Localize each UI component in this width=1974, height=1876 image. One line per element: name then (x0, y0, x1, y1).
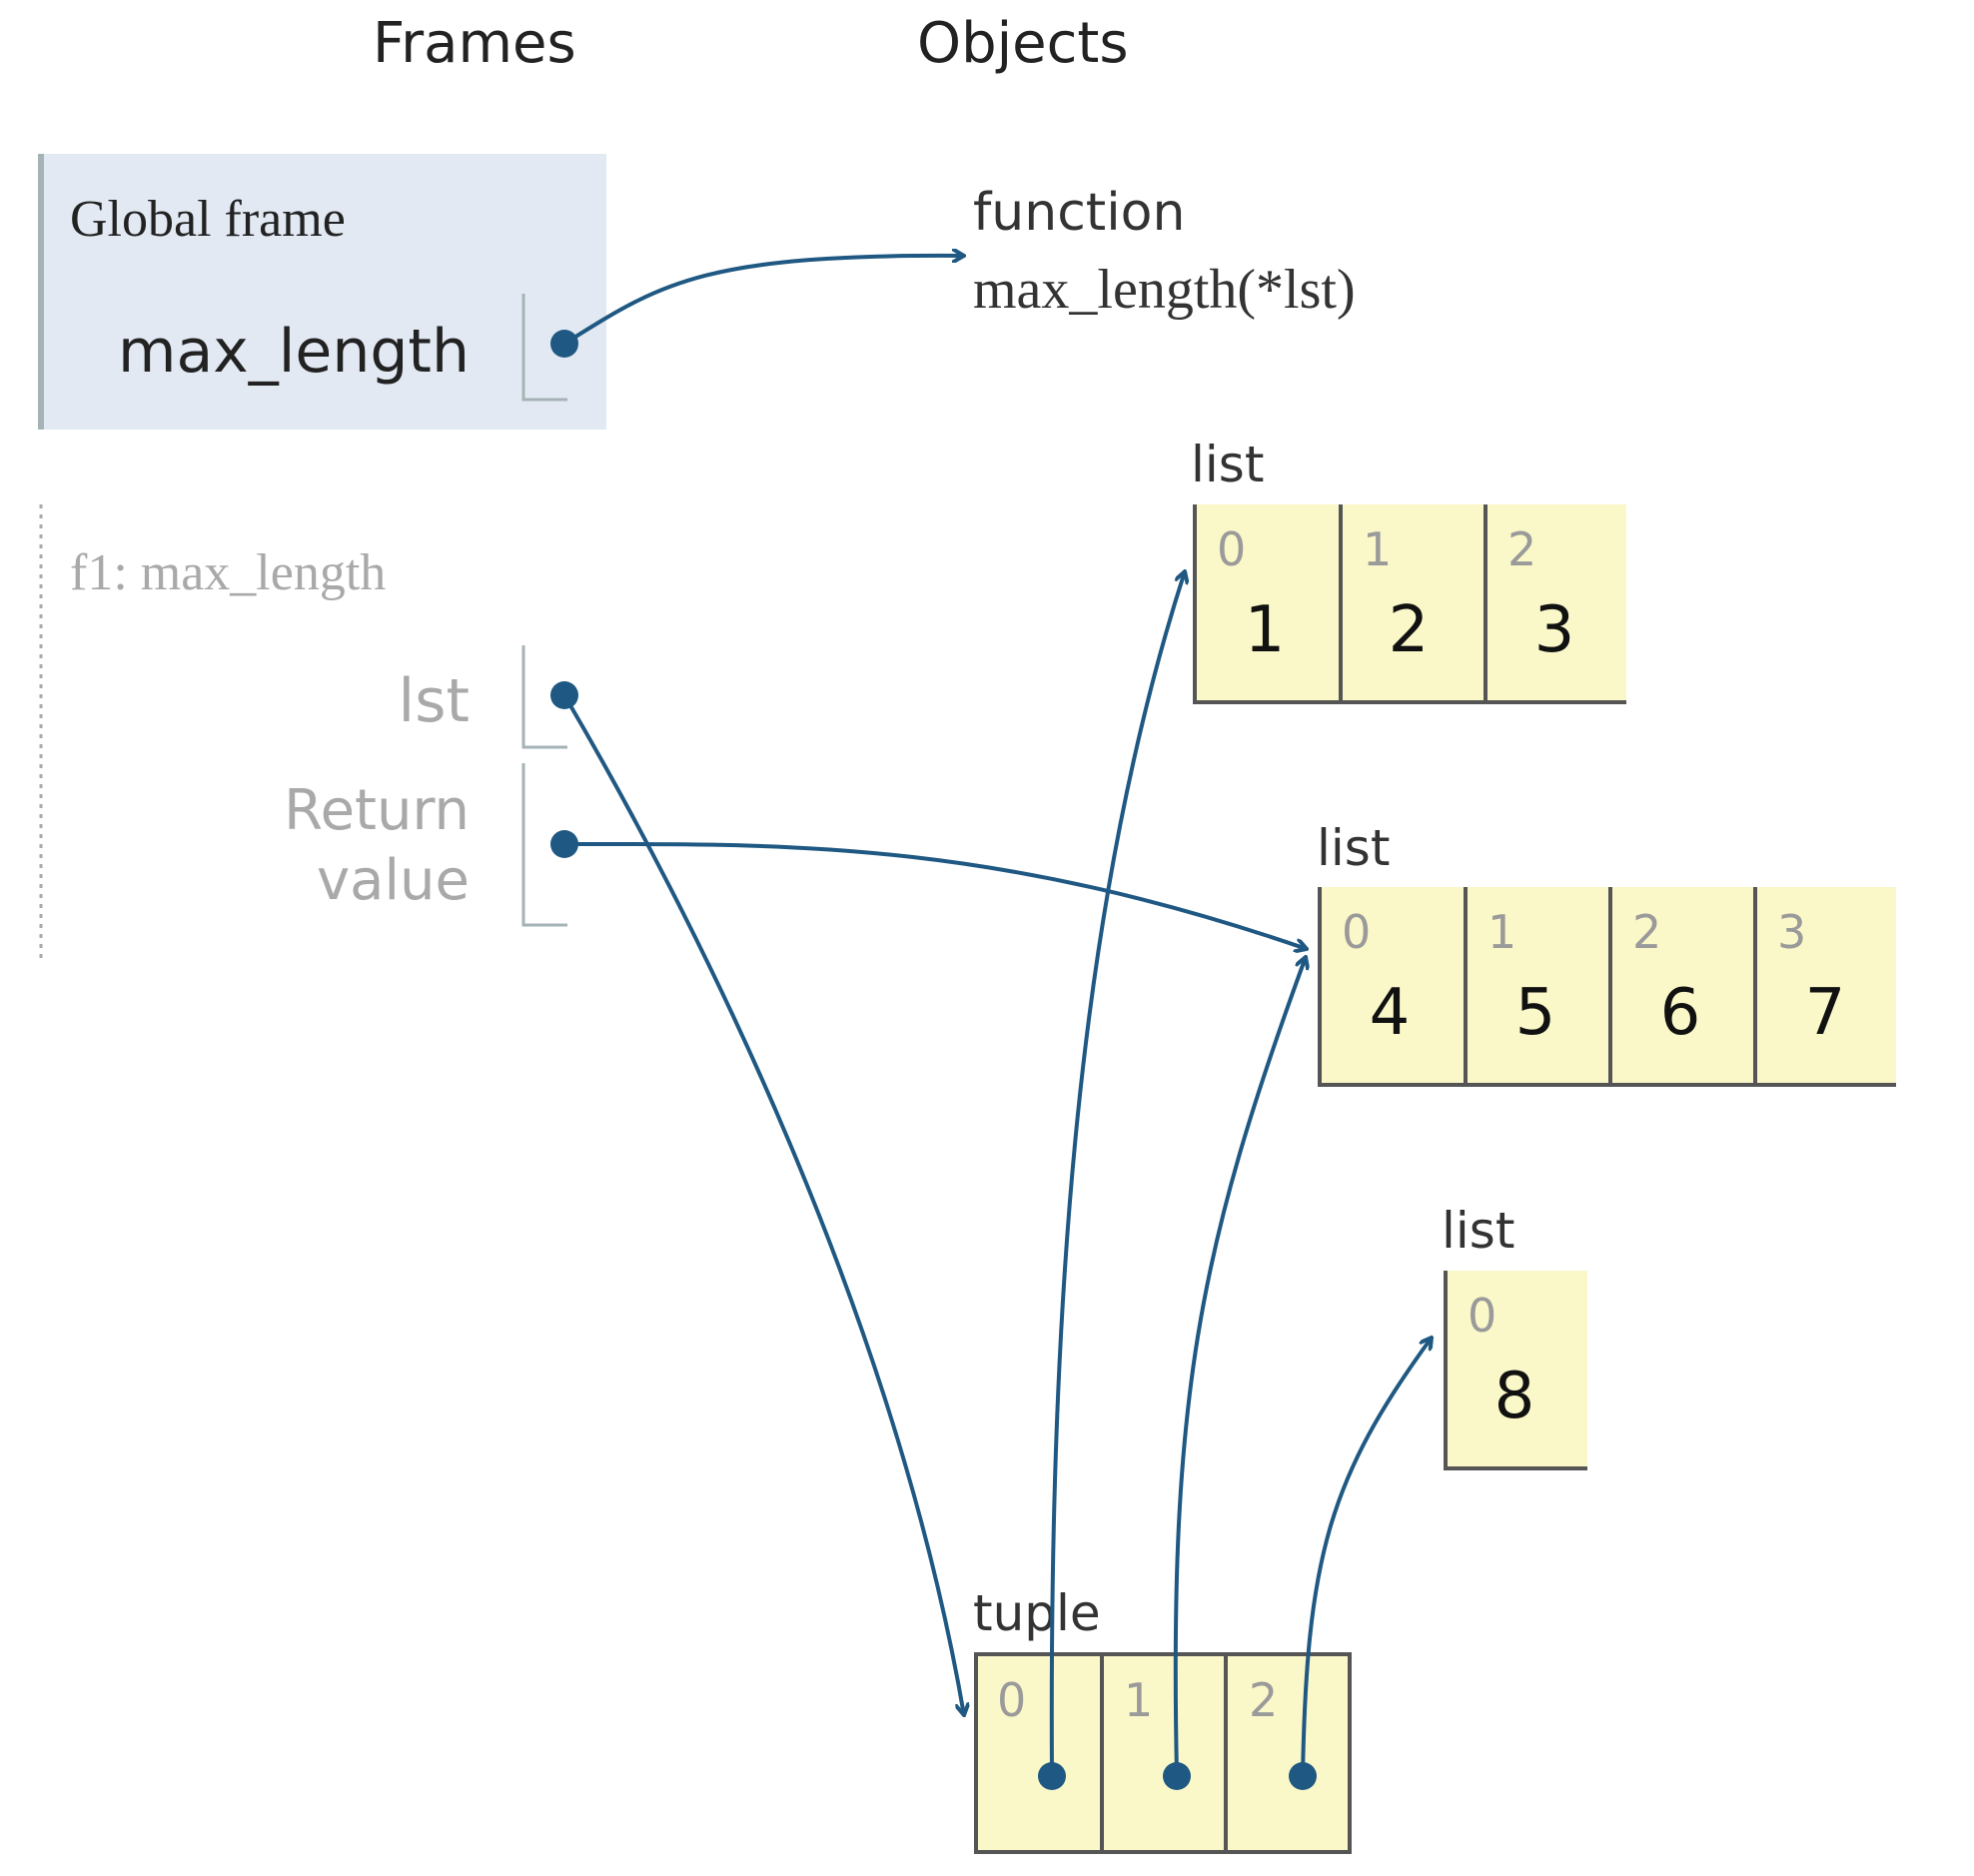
global-var-max-length: max_length (118, 317, 470, 387)
tuple-index-1: 1 (1124, 1673, 1153, 1727)
list-object-1: list 0 1 2 1 2 3 (1191, 436, 1626, 704)
list-1-index-0: 0 (1217, 522, 1246, 576)
list-2-value-0: 4 (1370, 976, 1411, 1050)
list-2-value-1: 5 (1515, 976, 1556, 1050)
list-2-border (1318, 887, 1896, 1087)
list-object-3: list 0 8 (1442, 1202, 1587, 1470)
arrow-tuple-0-to-list-1 (1049, 571, 1185, 1777)
tuple-index-2: 2 (1249, 1673, 1278, 1727)
list-1-index-1: 1 (1363, 522, 1392, 576)
f1-var-lst-slot (521, 645, 567, 749)
arrow-lst-to-tuple (562, 693, 964, 1715)
list-3-index-0: 0 (1468, 1289, 1496, 1343)
list-1-value-0: 1 (1245, 593, 1286, 667)
function-type-label: function (973, 183, 1185, 243)
arrow-tuple-1-to-list-2 (1173, 957, 1306, 1777)
frames-header: Frames (373, 11, 576, 76)
arrow-max-length-to-function (562, 256, 964, 346)
list-2-background (1320, 887, 1896, 1085)
function-object: function max_length(*lst) (973, 183, 1356, 321)
list-3-background (1446, 1271, 1587, 1468)
objects-header: Objects (917, 11, 1129, 76)
tuple-index-0: 0 (997, 1673, 1026, 1727)
global-frame: Global frame max_length (38, 154, 606, 430)
list-2-index-1: 1 (1487, 905, 1516, 959)
list-2-index-2: 2 (1632, 905, 1661, 959)
global-frame-background (38, 154, 606, 430)
tuple-box (974, 1652, 1352, 1854)
list-2-value-3: 7 (1805, 976, 1846, 1050)
f1-frame-title: f1: max_length (70, 544, 386, 601)
list-1-value-2: 3 (1534, 593, 1575, 667)
global-var-max-length-slot (521, 294, 567, 402)
arrow-return-value-to-list-2 (563, 841, 1307, 949)
list-2-value-2: 6 (1660, 976, 1701, 1050)
list-3-border (1444, 1271, 1587, 1470)
arrow-tuple-2-to-list-3 (1301, 1338, 1432, 1777)
f1-return-value-slot (521, 763, 567, 927)
list-3-value-0: 8 (1494, 1360, 1535, 1433)
function-signature: max_length(*lst) (973, 259, 1356, 321)
list-1-index-2: 2 (1507, 522, 1536, 576)
f1-return-value-label-line1: Return (284, 778, 470, 843)
tuple-type-label: tuple (973, 1584, 1101, 1642)
list-1-value-1: 2 (1389, 593, 1430, 667)
list-1-type-label: list (1191, 436, 1264, 493)
list-1-border (1193, 504, 1626, 704)
list-1-background (1195, 504, 1626, 702)
f1-return-value-label-line2: value (317, 848, 470, 913)
tuple-object: tuple 0 1 2 (973, 1584, 1352, 1854)
list-object-2: list 0 1 2 3 4 5 6 7 (1317, 819, 1896, 1087)
list-2-type-label: list (1317, 819, 1390, 877)
list-2-index-0: 0 (1342, 905, 1371, 959)
reference-arrows (562, 256, 1432, 1777)
list-2-index-3: 3 (1777, 905, 1806, 959)
global-frame-title: Global frame (70, 191, 346, 248)
f1-frame: f1: max_length lst Return value (39, 504, 578, 959)
list-3-type-label: list (1442, 1202, 1514, 1260)
f1-var-lst: lst (399, 666, 470, 736)
